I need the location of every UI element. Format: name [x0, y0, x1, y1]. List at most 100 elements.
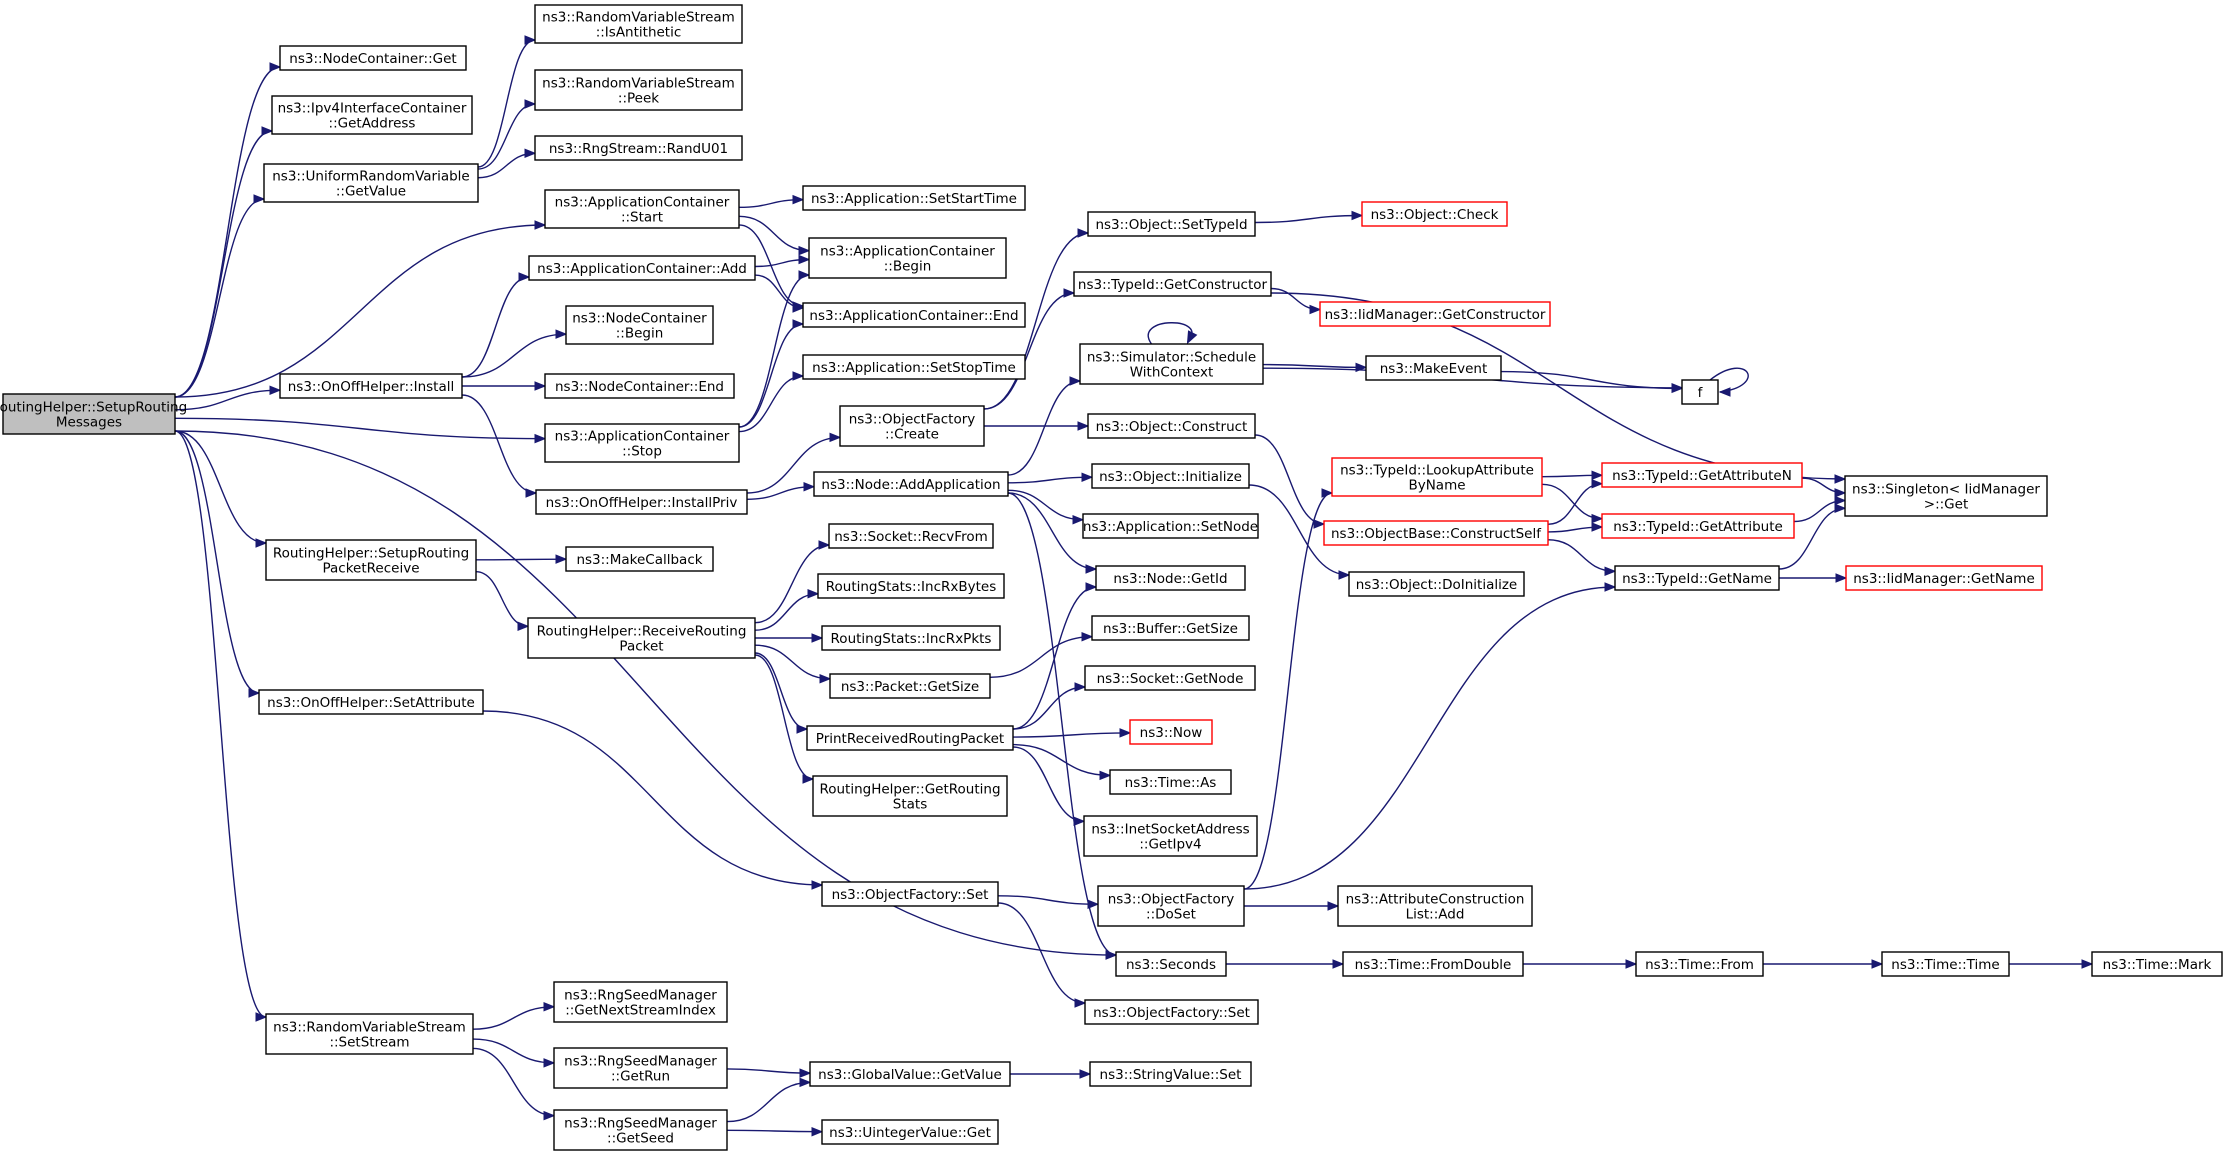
- node-ac-end[interactable]: ns3::ApplicationContainer::End: [802, 302, 1026, 328]
- node-typeid-getattr[interactable]: ns3::TypeId::GetAttribute: [1601, 513, 1795, 539]
- node-buf-getsize[interactable]: ns3::Buffer::GetSize: [1091, 615, 1250, 641]
- node-rvs-setstream[interactable]: ns3::RandomVariableStream::SetStream: [265, 1013, 474, 1055]
- edge-arrowhead: [1087, 899, 1100, 909]
- node-sock-getnode[interactable]: ns3::Socket::GetNode: [1084, 665, 1256, 691]
- node-time-as[interactable]: ns3::Time::As: [1109, 769, 1232, 795]
- node-box: [1348, 571, 1525, 597]
- node-rsm-getseed[interactable]: ns3::RngSeedManager::GetSeed: [553, 1109, 728, 1151]
- node-rsm-getrun[interactable]: ns3::RngSeedManager::GetRun: [553, 1047, 728, 1089]
- node-ac-add[interactable]: ns3::ApplicationContainer::Add: [528, 255, 756, 281]
- edge-arrowhead: [807, 589, 820, 599]
- edge-root-to-onoff_setattr: [174, 430, 261, 698]
- node-onoff-installpriv[interactable]: ns3::OnOffHelper::InstallPriv: [535, 489, 748, 515]
- edge-arrowhead: [1077, 421, 1090, 431]
- node-f[interactable]: f: [1681, 379, 1719, 405]
- node-typeid-getname[interactable]: ns3::TypeId::GetName: [1614, 565, 1780, 591]
- edge-arrowhead: [1069, 376, 1082, 386]
- node-obj-doinit[interactable]: ns3::Object::DoInitialize: [1348, 571, 1525, 597]
- edge-line: [477, 39, 536, 168]
- edge-line: [174, 430, 260, 694]
- node-time-fromdouble[interactable]: ns3::Time::FromDouble: [1342, 951, 1524, 977]
- node-iidm-getname[interactable]: ns3::IidManager::GetName: [1845, 565, 2043, 591]
- node-obj-check[interactable]: ns3::Object::Check: [1361, 201, 1508, 227]
- edge-rh_setuprecv-to-rh_recvpacket: [475, 571, 530, 632]
- node-rvs-peek[interactable]: ns3::RandomVariableStream::Peek: [534, 69, 743, 111]
- node-onoff-install[interactable]: ns3::OnOffHelper::Install: [279, 373, 463, 399]
- node-inet-getipv4[interactable]: ns3::InetSocketAddress::GetIpv4: [1083, 815, 1258, 857]
- node-label-line: ns3::OnOffHelper::Install: [288, 379, 455, 395]
- node-iidm-getctor[interactable]: ns3::IidManager::GetConstructor: [1319, 301, 1551, 327]
- edges-layer: [174, 35, 2094, 1137]
- node-sv-set[interactable]: ns3::StringValue::Set: [1089, 1061, 1252, 1087]
- node-nc-end[interactable]: ns3::NodeContainer::End: [544, 373, 735, 399]
- node-label-line: ns3::Singleton< IidManager: [1852, 482, 2040, 498]
- node-nc-get[interactable]: ns3::NodeContainer::Get: [279, 45, 467, 71]
- node-typeid-getctor[interactable]: ns3::TypeId::GetConstructor: [1073, 271, 1272, 297]
- node-label-line: ns3::IidManager::GetName: [1853, 571, 2035, 587]
- node-gv-getvalue[interactable]: ns3::GlobalValue::GetValue: [809, 1061, 1011, 1087]
- edge-typeid_getname-to-iidm_getname: [1779, 573, 1848, 583]
- node-box: [812, 775, 1008, 817]
- node-ipv4-getaddr[interactable]: ns3::Ipv4InterfaceContainer::GetAddress: [271, 95, 473, 135]
- node-now[interactable]: ns3::Now: [1129, 719, 1213, 745]
- node-rs-incrxpkts[interactable]: RoutingStats::IncRxPkts: [821, 625, 1001, 651]
- edge-arrowhead: [1063, 288, 1076, 298]
- node-time-mark[interactable]: ns3::Time::Mark: [2091, 951, 2223, 977]
- node-node-addapp[interactable]: ns3::Node::AddApplication: [813, 471, 1009, 497]
- node-onoff-setattr[interactable]: ns3::OnOffHelper::SetAttribute: [258, 689, 484, 715]
- node-nc-begin[interactable]: ns3::NodeContainer::Begin: [565, 305, 714, 345]
- node-pkt-getsize[interactable]: ns3::Packet::GetSize: [829, 673, 991, 699]
- node-box: [553, 981, 728, 1023]
- node-obj-initialize[interactable]: ns3::Object::Initialize: [1091, 463, 1250, 489]
- node-ac-begin[interactable]: ns3::ApplicationContainer::Begin: [808, 237, 1007, 279]
- node-obj-settypeid[interactable]: ns3::Object::SetTypeId: [1087, 211, 1256, 237]
- node-objf-set2[interactable]: ns3::ObjectFactory::Set: [1084, 999, 1259, 1025]
- edge-arrowhead: [1186, 330, 1198, 345]
- node-objbase-constructself[interactable]: ns3::ObjectBase::ConstructSelf: [1323, 520, 1549, 546]
- node-rvs-isanti[interactable]: ns3::RandomVariableStream::IsAntithetic: [534, 4, 743, 44]
- node-makecallback[interactable]: ns3::MakeCallback: [565, 546, 714, 572]
- node-uv-get[interactable]: ns3::UintegerValue::Get: [821, 1119, 999, 1145]
- node-label-line: WithContext: [1130, 365, 1214, 381]
- node-label-line: Messages: [56, 415, 122, 431]
- node-label-line: ::Peek: [618, 91, 659, 107]
- edge-line: [1007, 492, 1097, 570]
- edge-objf_doset-to-typeid_lookupattr: [1243, 488, 1334, 890]
- edge-line: [1248, 484, 1350, 576]
- node-urv-getvalue[interactable]: ns3::UniformRandomVariable::GetValue: [263, 163, 479, 203]
- edge-objf_set-to-objf_doset: [997, 895, 1100, 909]
- node-seconds[interactable]: ns3::Seconds: [1115, 951, 1227, 977]
- node-app-setnode[interactable]: ns3::Application::SetNode: [1082, 513, 1259, 539]
- node-makeevent[interactable]: ns3::MakeEvent: [1365, 355, 1502, 381]
- node-time-from[interactable]: ns3::Time::From: [1635, 951, 1764, 977]
- node-typeid-getattrn[interactable]: ns3::TypeId::GetAttributeN: [1601, 462, 1803, 488]
- edge-arrowhead: [524, 148, 537, 158]
- node-app-setstart[interactable]: ns3::Application::SetStartTime: [802, 185, 1026, 211]
- node-objf-set[interactable]: ns3::ObjectFactory::Set: [821, 881, 999, 907]
- edge-line: [482, 710, 823, 886]
- node-objf-doset[interactable]: ns3::ObjectFactory::DoSet: [1097, 885, 1245, 927]
- node-ac-start[interactable]: ns3::ApplicationContainer::Start: [544, 189, 740, 229]
- edge-line: [461, 333, 567, 378]
- node-singleton-get[interactable]: ns3::Singleton< IidManager>::Get: [1844, 475, 2048, 517]
- node-ac-stop[interactable]: ns3::ApplicationContainer::Stop: [544, 423, 740, 463]
- edge-arrowhead: [1591, 513, 1604, 524]
- node-label-line: ::GetValue: [336, 184, 406, 200]
- node-objf-create[interactable]: ns3::ObjectFactory::Create: [839, 405, 985, 447]
- node-rs-incrxbytes[interactable]: RoutingStats::IncRxBytes: [817, 573, 1005, 599]
- node-app-setstop[interactable]: ns3::Application::SetStopTime: [802, 354, 1026, 380]
- node-rng-randu01[interactable]: ns3::RngStream::RandU01: [534, 135, 743, 161]
- node-rsm-nextstream[interactable]: ns3::RngSeedManager::GetNextStreamIndex: [553, 981, 728, 1023]
- node-time-time[interactable]: ns3::Time::Time: [1881, 951, 2010, 977]
- node-sock-recvfrom[interactable]: ns3::Socket::RecvFrom: [828, 523, 994, 549]
- node-print-recv[interactable]: PrintReceivedRoutingPacket: [806, 725, 1014, 751]
- node-obj-construct[interactable]: ns3::Object::Construct: [1087, 413, 1256, 439]
- node-node-getid[interactable]: ns3::Node::GetId: [1095, 565, 1246, 591]
